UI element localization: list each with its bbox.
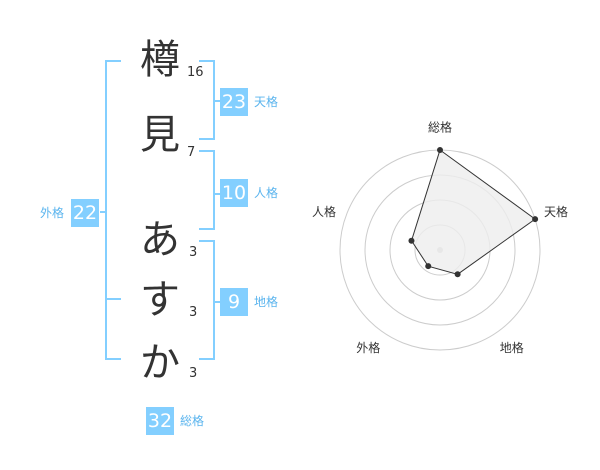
stroke-count-2: 7	[187, 145, 196, 160]
tenkaku-badge: 23	[220, 88, 248, 116]
name-char-2: 見	[140, 112, 180, 158]
radar-series-polygon	[410, 149, 536, 275]
jinkaku-label: 人格	[254, 186, 279, 200]
name-char-1: 樽	[140, 37, 180, 83]
outer-bracket-mid	[105, 298, 121, 300]
jinkaku-bracket-bottom	[199, 228, 215, 230]
radar-point-5	[408, 237, 415, 244]
jinkaku-bracket-tick	[214, 193, 220, 195]
stroke-count-4: 3	[189, 305, 198, 320]
tenkaku-bracket-top	[199, 60, 215, 62]
stroke-count-3: 3	[189, 245, 198, 260]
radar-axis-label-3: 地格	[500, 340, 524, 355]
radar-axis-label-2: 天格	[544, 204, 568, 219]
tenkaku-bracket-tick	[214, 100, 220, 102]
soukaku-label: 総格	[180, 414, 205, 428]
chikaku-bracket-bottom	[199, 358, 215, 360]
name-char-4: す	[140, 277, 180, 323]
name-char-5: か	[140, 340, 180, 386]
chikaku-bracket-top	[199, 240, 215, 242]
name-char-3: あ	[140, 217, 180, 263]
radar-point-2	[532, 216, 539, 223]
outer-bracket-top	[105, 60, 121, 62]
radar-point-1	[437, 147, 443, 153]
stroke-count-1: 16	[187, 65, 204, 80]
gaikaku-label: 外格	[40, 206, 65, 220]
outer-bracket-tick	[100, 211, 106, 213]
radar-axis-label-1: 総格	[428, 120, 452, 135]
radar-point-4	[425, 263, 432, 270]
chikaku-label: 地格	[254, 295, 279, 309]
soukaku-badge: 32	[146, 407, 174, 435]
stroke-count-5: 3	[189, 366, 198, 381]
jinkaku-bracket-top	[199, 150, 215, 152]
gaikaku-badge: 22	[71, 199, 99, 227]
outer-bracket-vertical	[105, 60, 107, 360]
chikaku-bracket-vertical	[213, 240, 215, 360]
chikaku-badge: 9	[220, 288, 248, 316]
jinkaku-bracket-vertical	[213, 150, 215, 230]
outer-bracket-bottom	[105, 358, 121, 360]
tenkaku-bracket-bottom	[199, 138, 215, 140]
chikaku-bracket-tick	[214, 301, 220, 303]
radar-axis-label-5: 人格	[312, 204, 336, 219]
tenkaku-label: 天格	[254, 95, 279, 109]
radar-axis-label-4: 外格	[356, 340, 380, 355]
jinkaku-badge: 10	[220, 179, 248, 207]
radar-point-3	[454, 271, 461, 278]
